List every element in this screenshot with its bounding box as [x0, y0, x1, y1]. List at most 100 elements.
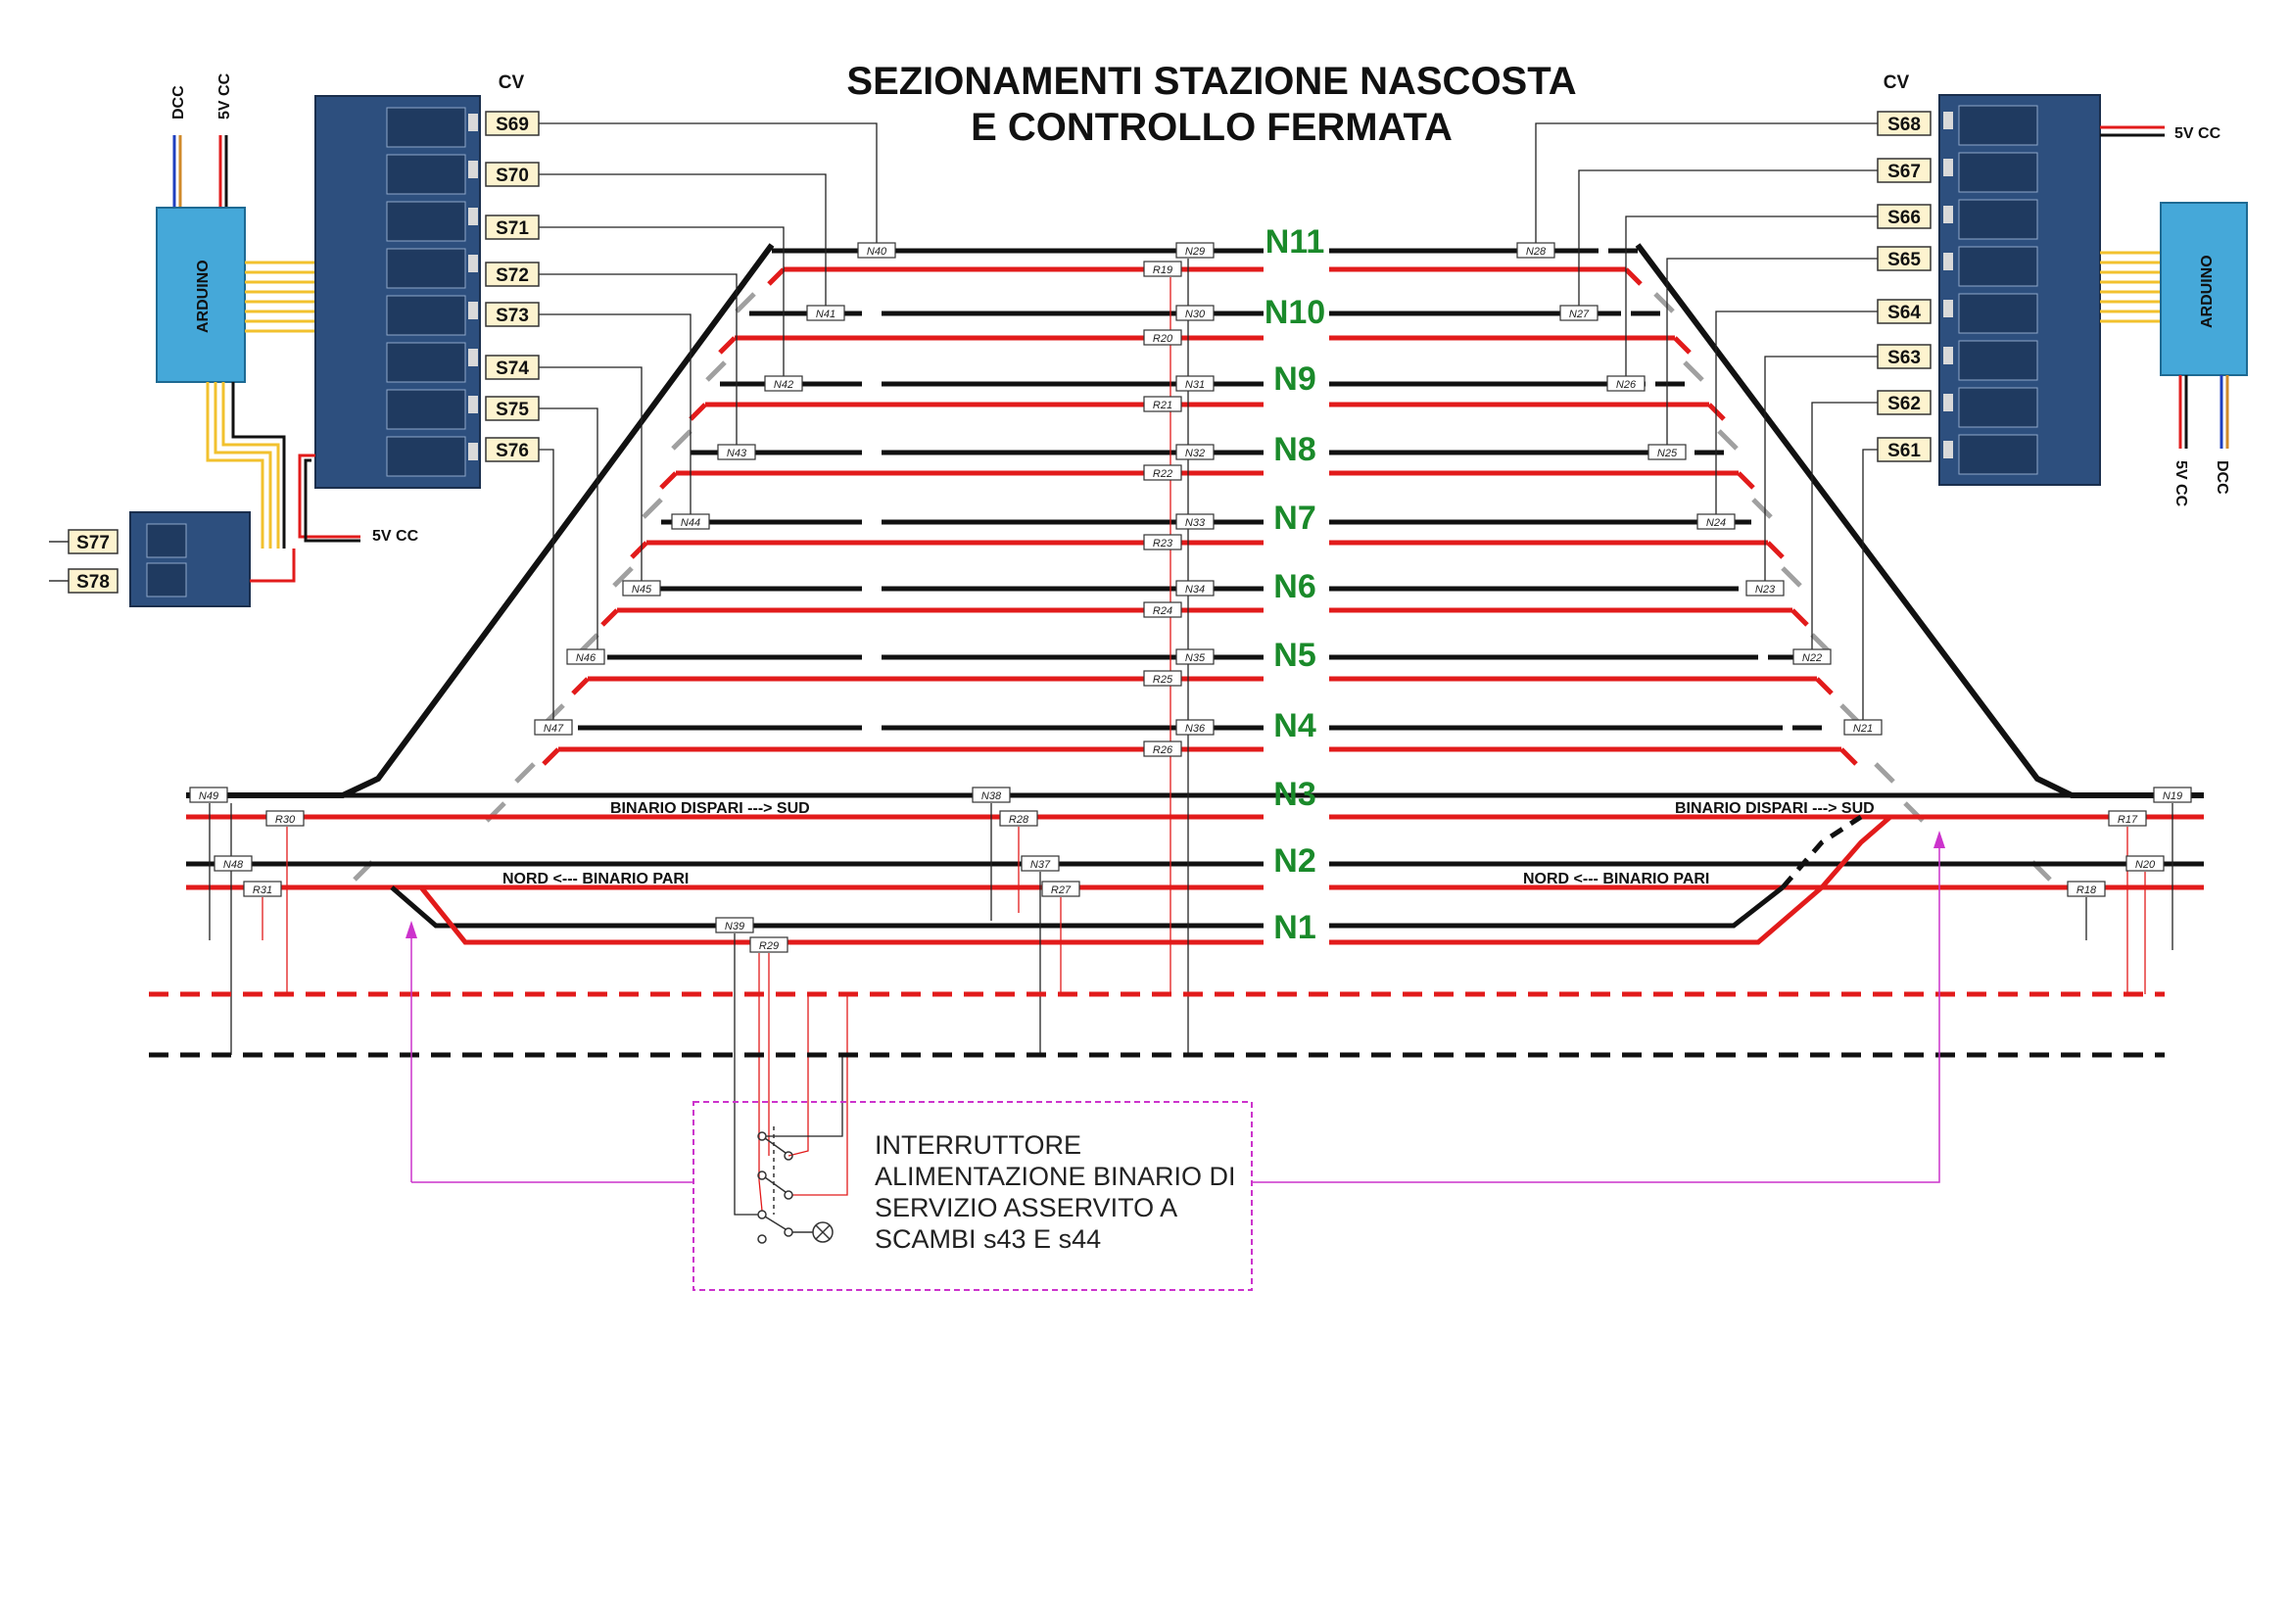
- left-arduino-board: [156, 207, 246, 383]
- right-dcc-wire-label: DCC: [2214, 460, 2230, 495]
- svg-text:R24: R24: [1153, 605, 1172, 617]
- section-box-n41: N41: [806, 305, 845, 321]
- svg-text:R17: R17: [2118, 814, 2138, 826]
- svg-text:N26: N26: [1616, 379, 1637, 391]
- switch-box-s65[interactable]: S65: [1877, 246, 1932, 271]
- section-box-n21: N21: [1843, 719, 1883, 736]
- section-box-n23: N23: [1745, 580, 1785, 597]
- svg-text:N25: N25: [1657, 448, 1678, 459]
- section-box-n44: N44: [671, 513, 710, 530]
- section-box-n26: N26: [1606, 375, 1646, 392]
- rail-red-4-right-bend: [1766, 541, 1785, 559]
- section-box-n33: N33: [1175, 513, 1215, 530]
- switch-box-s70[interactable]: S70: [485, 162, 540, 187]
- rail-red-3-left-bend: [659, 471, 678, 490]
- turnout-right-2: [1717, 429, 1739, 451]
- section-box-n19: N19: [2153, 787, 2192, 803]
- switch-box-s75[interactable]: S75: [485, 396, 540, 421]
- wire-left-4: [539, 313, 692, 514]
- title-line-2: E CONTROLLO FERMATA: [971, 106, 1453, 149]
- svg-text:S74: S74: [496, 358, 529, 379]
- section-box-n47: N47: [534, 719, 573, 736]
- svg-text:S62: S62: [1887, 394, 1921, 414]
- section-box-n22: N22: [1792, 648, 1832, 665]
- switch-box-s71[interactable]: S71: [485, 215, 540, 240]
- svg-text:S78: S78: [76, 572, 110, 593]
- switch-box-s68[interactable]: S68: [1877, 111, 1932, 136]
- svg-text:R26: R26: [1153, 744, 1173, 756]
- rail-red-7-right-bend: [1839, 747, 1858, 766]
- section-box-n20: N20: [2125, 855, 2165, 872]
- svg-text:N45: N45: [632, 584, 652, 596]
- switch-box-s78[interactable]: S78: [68, 568, 119, 594]
- wire-right-0: [1535, 122, 1878, 243]
- rail-red-7-left-bend: [542, 747, 560, 766]
- svg-text:N46: N46: [576, 652, 597, 664]
- wire-bus-switch-black: [766, 1055, 843, 1137]
- svg-text:S72: S72: [496, 265, 529, 286]
- svg-text:N34: N34: [1185, 584, 1205, 596]
- svg-text:N30: N30: [1185, 309, 1206, 320]
- turnout-left-4: [612, 566, 634, 588]
- svg-text:N48: N48: [223, 859, 244, 871]
- switch-box-s69[interactable]: S69: [485, 111, 540, 136]
- track-label-n11: N11: [1265, 223, 1325, 261]
- turnout-left-2: [671, 429, 692, 451]
- svg-text:S73: S73: [496, 306, 529, 326]
- switch-box-s66[interactable]: S66: [1877, 204, 1932, 229]
- svg-text:N29: N29: [1185, 246, 1205, 258]
- switch-note: INTERRUTTORE ALIMENTAZIONE BINARIO DI SE…: [692, 1101, 1253, 1291]
- svg-text:R27: R27: [1051, 884, 1072, 896]
- wire-left-2: [539, 226, 785, 376]
- rail-red-5-right-bend: [1790, 608, 1809, 627]
- section-box-r26: R26: [1143, 740, 1182, 757]
- switch-box-s72[interactable]: S72: [485, 262, 540, 287]
- switch-box-s64[interactable]: S64: [1877, 299, 1932, 324]
- rail-red-3-right-bend: [1737, 471, 1755, 490]
- svg-text:N33: N33: [1185, 517, 1206, 529]
- switch-box-s77[interactable]: S77: [68, 529, 119, 554]
- track-rails: [186, 243, 2204, 945]
- section-box-r24: R24: [1143, 601, 1182, 618]
- right-odd-direction-label: BINARIO DISPARI ---> SUD: [1675, 800, 1875, 817]
- switch-box-s61[interactable]: S61: [1877, 437, 1932, 462]
- rail-red-n1: [419, 885, 1264, 945]
- section-box-r19: R19: [1143, 261, 1182, 277]
- switch-box-s73[interactable]: S73: [485, 302, 540, 327]
- svg-text:N35: N35: [1185, 652, 1206, 664]
- svg-text:N37: N37: [1030, 859, 1051, 871]
- svg-text:S61: S61: [1887, 441, 1921, 461]
- switch-box-s67[interactable]: S67: [1877, 158, 1932, 183]
- section-box-n45: N45: [622, 580, 661, 597]
- svg-text:N22: N22: [1802, 652, 1822, 664]
- svg-text:N47: N47: [544, 723, 564, 735]
- turnout-left-3: [642, 498, 663, 519]
- switch-box-s63[interactable]: S63: [1877, 344, 1932, 369]
- section-box-r25: R25: [1143, 670, 1182, 687]
- svg-text:N42: N42: [774, 379, 793, 391]
- svg-text:S66: S66: [1887, 208, 1921, 228]
- switch-box-s74[interactable]: S74: [485, 355, 540, 380]
- control-wires: [209, 122, 2173, 1216]
- section-box-r18: R18: [2067, 881, 2106, 897]
- svg-text:S77: S77: [76, 533, 110, 553]
- wire-right-2: [1625, 215, 1878, 376]
- wire-bus-switch-red-2: [792, 994, 848, 1196]
- switch-note-frame: [692, 1101, 1253, 1291]
- switch-note-line-3: SERVIZIO ASSERVITO A: [875, 1193, 1177, 1222]
- svg-text:N20: N20: [2135, 859, 2156, 871]
- svg-text:S68: S68: [1887, 115, 1921, 135]
- svg-text:S71: S71: [496, 218, 529, 239]
- wire-left-7: [539, 449, 554, 720]
- switch-box-s76[interactable]: S76: [485, 437, 540, 462]
- switch-box-s62[interactable]: S62: [1877, 390, 1932, 415]
- right-cv-label: CV: [1884, 72, 1910, 93]
- track-label-n3: N3: [1273, 776, 1315, 813]
- rail-red-crossover-right: [1820, 815, 1892, 889]
- track-label-n1: N1: [1273, 909, 1315, 946]
- section-box-n42: N42: [764, 375, 803, 392]
- track-label-n9: N9: [1273, 360, 1315, 398]
- track-label-n10: N10: [1265, 294, 1325, 331]
- section-box-r21: R21: [1143, 396, 1182, 412]
